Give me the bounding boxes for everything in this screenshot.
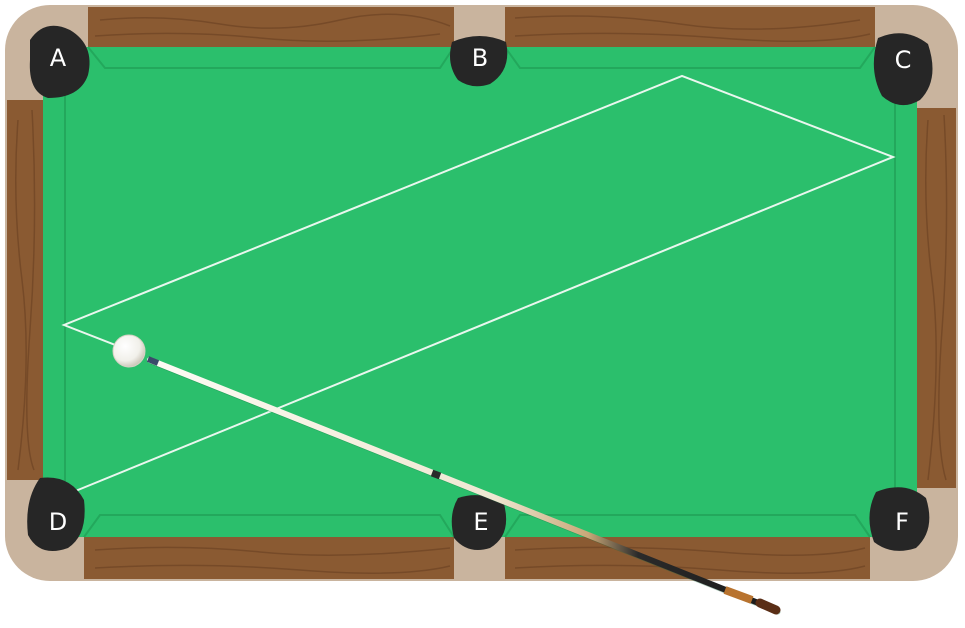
- pocket-label-e: E: [473, 508, 488, 536]
- pocket-label-a: A: [50, 44, 67, 72]
- rail-top-left: [88, 7, 454, 47]
- pocket-label-f: F: [895, 508, 909, 536]
- cue-stick-ferrule: [725, 590, 752, 600]
- cue-stick-joint: [432, 473, 440, 476]
- cue-stick-tip: [148, 359, 158, 363]
- pocket-f[interactable]: F: [869, 487, 929, 551]
- rail-right: [917, 108, 956, 488]
- pocket-label-c: C: [895, 46, 912, 74]
- pocket-label-d: D: [49, 508, 67, 536]
- pocket-label-b: B: [472, 44, 488, 72]
- rail-left: [7, 100, 43, 480]
- cue-ball[interactable]: [113, 335, 145, 367]
- pocket-c[interactable]: C: [874, 33, 933, 105]
- cue-stick-butt-cap: [760, 603, 776, 610]
- table-felt: [43, 47, 917, 537]
